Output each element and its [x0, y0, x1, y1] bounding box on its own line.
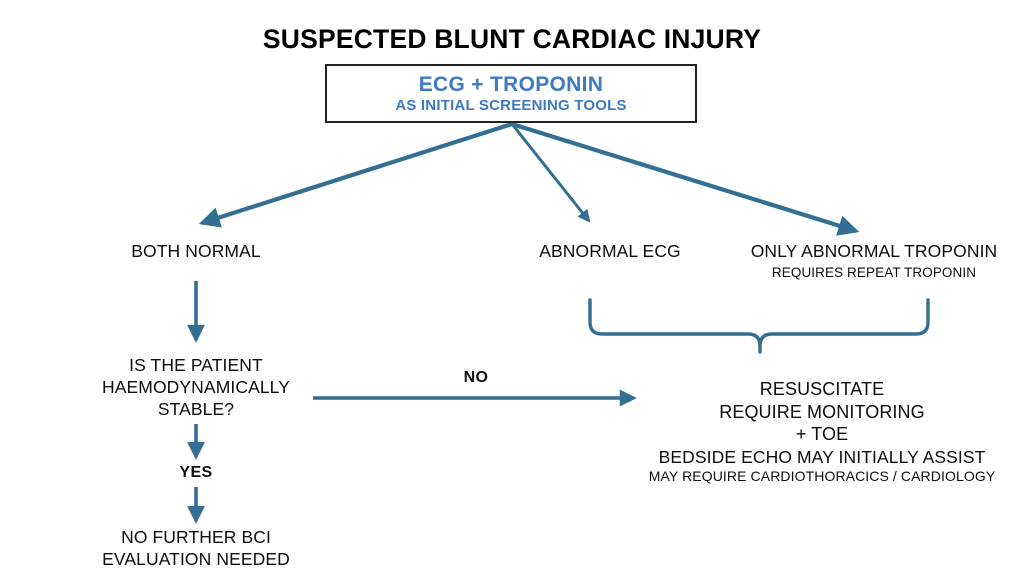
arrow-box-to-only-abnormal-troponin [511, 121, 860, 236]
brace-connector [588, 298, 930, 354]
outcome-no-further-bci: NO FURTHER BCI EVALUATION NEEDED [66, 526, 326, 570]
page-title: SUSPECTED BLUNT CARDIAC INJURY [262, 24, 762, 54]
edge-label-yes: YES [179, 464, 213, 481]
outcome-resuscitate-block: RESUSCITATE REQUIRE MONITORING + TOE BED… [636, 378, 1008, 486]
screening-box-subtitle: AS INITIAL SCREENING TOOLS [395, 96, 627, 114]
outcome-right-line-2: REQUIRE MONITORING [719, 401, 925, 422]
branch-group-only-abnormal-troponin: ONLY ABNORMAL TROPONIN REQUIRES REPEAT T… [738, 240, 1010, 281]
outcome-right-line-4: BEDSIDE ECHO MAY INITIALLY ASSIST [658, 447, 986, 468]
arrow-box-to-abnormal-ecg [510, 123, 591, 223]
decision-line-2: HAEMODYNAMICALLY [102, 377, 290, 398]
screening-box: ECG + TROPONIN AS INITIAL SCREENING TOOL… [325, 64, 697, 123]
branch-label-abnormal-ecg: ABNORMAL ECG [539, 241, 681, 261]
outcome-right-line-1: RESUSCITATE [759, 379, 885, 399]
decision-haemodynamically-stable: IS THE PATIENT HAEMODYNAMICALLY STABLE? [76, 354, 316, 420]
screening-box-title: ECG + TROPONIN [418, 72, 604, 96]
outcome-right-line-5: MAY REQUIRE CARDIOTHORACICS / CARDIOLOGY [648, 468, 996, 485]
outcome-right-line-3: + TOE [795, 424, 849, 445]
outcome-left-line-2: EVALUATION NEEDED [102, 549, 290, 570]
branch-sublabel-requires-repeat-troponin: REQUIRES REPEAT TROPONIN [771, 265, 977, 281]
branch-label-only-abnormal-troponin: ONLY ABNORMAL TROPONIN [750, 241, 998, 261]
branch-label-both-normal: BOTH NORMAL [131, 241, 261, 261]
decision-line-1: IS THE PATIENT [129, 355, 263, 375]
decision-line-3: STABLE? [157, 399, 235, 420]
outcome-left-line-1: NO FURTHER BCI [121, 527, 271, 547]
arrow-box-to-both-normal [198, 121, 513, 228]
edge-label-no: NO [463, 369, 489, 386]
